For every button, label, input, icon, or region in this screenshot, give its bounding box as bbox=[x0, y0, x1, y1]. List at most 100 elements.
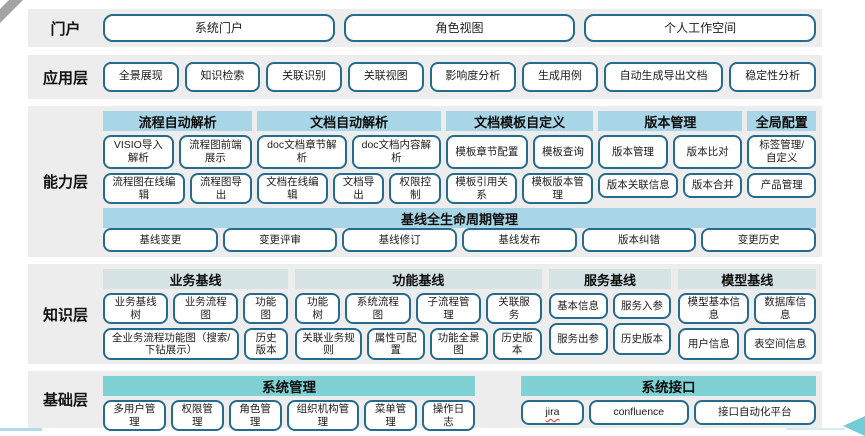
bottom-left-accent-line bbox=[0, 428, 42, 431]
module-box: 关联识别 bbox=[266, 62, 342, 92]
module-box: 生成用例 bbox=[522, 62, 598, 92]
group-header-doc-auto-parse: 文档自动解析 bbox=[257, 111, 442, 131]
knowledge-groups-row: 业务基线业务基线树业务流程图功能图全业务流程功能图（搜索/下钻展示）历史版本功能… bbox=[103, 269, 817, 361]
module-box: 角色视图 bbox=[343, 14, 576, 42]
module-box: 子流程管理 bbox=[415, 293, 482, 325]
module-box: 版本合并 bbox=[683, 173, 743, 198]
application-modules-row: 全景展现知识检索关联识别关联视图影响度分析生成用例自动生成导出文档稳定性分析 bbox=[103, 62, 816, 92]
module-box: 流程图在线编辑 bbox=[103, 173, 185, 205]
application-content: 全景展现知识检索关联识别关联视图影响度分析生成用例自动生成导出文档稳定性分析 bbox=[103, 55, 822, 99]
module-box: 影响度分析 bbox=[429, 62, 517, 92]
module-box: 个人工作空间 bbox=[584, 14, 817, 42]
module-box: 属性可配置 bbox=[366, 328, 425, 361]
group-service-baseline: 服务基线基本信息服务入参服务出参历史版本 bbox=[548, 269, 672, 360]
module-box: 模板章节配置 bbox=[446, 135, 528, 169]
group-header-system-management: 系统管理 bbox=[103, 376, 475, 396]
module-box: 变更评审 bbox=[222, 228, 338, 252]
module-box: 基线修订 bbox=[342, 228, 458, 252]
module-box: 变更历史 bbox=[701, 228, 817, 252]
knowledge-content: 业务基线业务基线树业务流程图功能图全业务流程功能图（搜索/下钻展示）历史版本功能… bbox=[103, 264, 822, 364]
layer-label-foundation: 基础层 bbox=[42, 392, 88, 409]
module-box: 标签管理/自定义 bbox=[747, 135, 817, 169]
module-row: 文档在线编辑文档导出权限控制 bbox=[257, 173, 442, 205]
module-box: 关联业务规则 bbox=[295, 328, 362, 361]
module-box: 流程图导出 bbox=[189, 173, 253, 205]
module-box: 全景展现 bbox=[103, 62, 179, 92]
layer-label-knowledge: 知识层 bbox=[42, 306, 88, 324]
module-box: 功能树 bbox=[295, 293, 341, 325]
module-box: 模板引用关系 bbox=[446, 173, 518, 205]
module-row: 关联业务规则属性可配置功能全景图历史版本 bbox=[295, 328, 542, 361]
module-box: jira bbox=[521, 400, 584, 425]
group-header-global-config: 全局配置 bbox=[747, 111, 817, 131]
group-business-baseline: 业务基线业务基线树业务流程图功能图全业务流程功能图（搜索/下钻展示）历史版本 bbox=[103, 269, 289, 361]
group-doc-template-custom: 文档模板自定义模板章节配置模板查询模板引用关系模板版本管理 bbox=[446, 111, 594, 206]
group-header-business-baseline: 业务基线 bbox=[103, 269, 289, 289]
module-row: 版本关联信息版本合并 bbox=[598, 173, 743, 198]
group-function-baseline: 功能基线功能树系统流程图子流程管理关联服务关联业务规则属性可配置功能全景图历史版… bbox=[295, 269, 542, 361]
module-box: 知识检索 bbox=[184, 62, 261, 92]
module-box: 历史版本 bbox=[492, 328, 542, 361]
group-header-process-auto-parse: 流程自动解析 bbox=[103, 111, 253, 131]
module-box: 接口自动化平台 bbox=[693, 400, 816, 425]
module-box: 流程图前端展示 bbox=[178, 135, 253, 169]
module-box: 文档在线编辑 bbox=[257, 173, 328, 205]
module-row: 模板引用关系模板版本管理 bbox=[446, 173, 594, 205]
module-box: 历史版本 bbox=[612, 323, 672, 355]
module-box: 服务出参 bbox=[548, 323, 608, 355]
module-box: 模板查询 bbox=[532, 135, 594, 169]
group-header-model-baseline: 模型基线 bbox=[678, 269, 816, 289]
module-row: 多用户管理权限管理角色管理组织机构管理菜单管理操作日志 bbox=[103, 400, 476, 432]
module-row: 版本管理版本比对 bbox=[598, 135, 743, 169]
module-box: 表空间信息 bbox=[744, 328, 817, 361]
module-box: 历史版本 bbox=[244, 328, 289, 361]
group-header-service-baseline: 服务基线 bbox=[548, 269, 672, 289]
module-box: doc文档章节解析 bbox=[257, 135, 347, 169]
module-box: 自动生成导出文档 bbox=[603, 62, 724, 92]
module-box: 角色管理 bbox=[228, 400, 282, 432]
module-box: 功能图 bbox=[243, 293, 289, 325]
group-model-baseline: 模型基线模型基本信息数据库信息用户信息表空间信息 bbox=[678, 269, 817, 361]
module-box: doc文档内容解析 bbox=[351, 135, 442, 169]
module-box: 系统门户 bbox=[103, 14, 335, 42]
module-row: 基本信息服务入参 bbox=[548, 293, 672, 319]
module-box: 用户信息 bbox=[678, 328, 740, 361]
layer-label-application: 应用层 bbox=[42, 69, 88, 87]
module-box: 版本纠错 bbox=[581, 228, 697, 252]
module-row: 模板章节配置模板查询 bbox=[446, 135, 594, 169]
module-box: 模型基本信息 bbox=[678, 293, 750, 325]
layer-band-application: 应用层全景展现知识检索关联识别关联视图影响度分析生成用例自动生成导出文档稳定性分… bbox=[28, 55, 822, 99]
layer-label-portal: 门户 bbox=[50, 20, 81, 38]
module-box: confluence bbox=[588, 400, 689, 425]
module-box: 组织机构管理 bbox=[286, 400, 360, 432]
module-box: 版本关联信息 bbox=[598, 173, 679, 198]
page-fold-corner-inner bbox=[0, 0, 9, 9]
group-header-baseline-lifecycle: 基线全生命周期管理 bbox=[103, 208, 816, 228]
module-box: 多用户管理 bbox=[103, 400, 166, 432]
module-box: 版本管理 bbox=[598, 135, 668, 169]
module-box: 基线变更 bbox=[103, 228, 218, 252]
module-box: 版本比对 bbox=[672, 135, 743, 169]
module-box: 关联服务 bbox=[486, 293, 542, 325]
module-box: 系统流程图 bbox=[345, 293, 411, 325]
arrow-tail-line bbox=[787, 428, 845, 430]
module-box: 权限管理 bbox=[170, 400, 224, 432]
group-header-function-baseline: 功能基线 bbox=[295, 269, 542, 289]
module-row: 模型基本信息数据库信息 bbox=[678, 293, 816, 325]
module-box: 关联视图 bbox=[347, 62, 424, 92]
group-header-doc-template-custom: 文档模板自定义 bbox=[446, 111, 594, 131]
group-header-system-interface: 系统接口 bbox=[521, 376, 816, 396]
module-box: 稳定性分析 bbox=[729, 62, 816, 92]
layer-band-knowledge: 知识层业务基线业务基线树业务流程图功能图全业务流程功能图（搜索/下钻展示）历史版… bbox=[28, 264, 822, 364]
module-row: 标签管理/自定义 bbox=[747, 135, 817, 169]
module-box: 菜单管理 bbox=[364, 400, 418, 432]
